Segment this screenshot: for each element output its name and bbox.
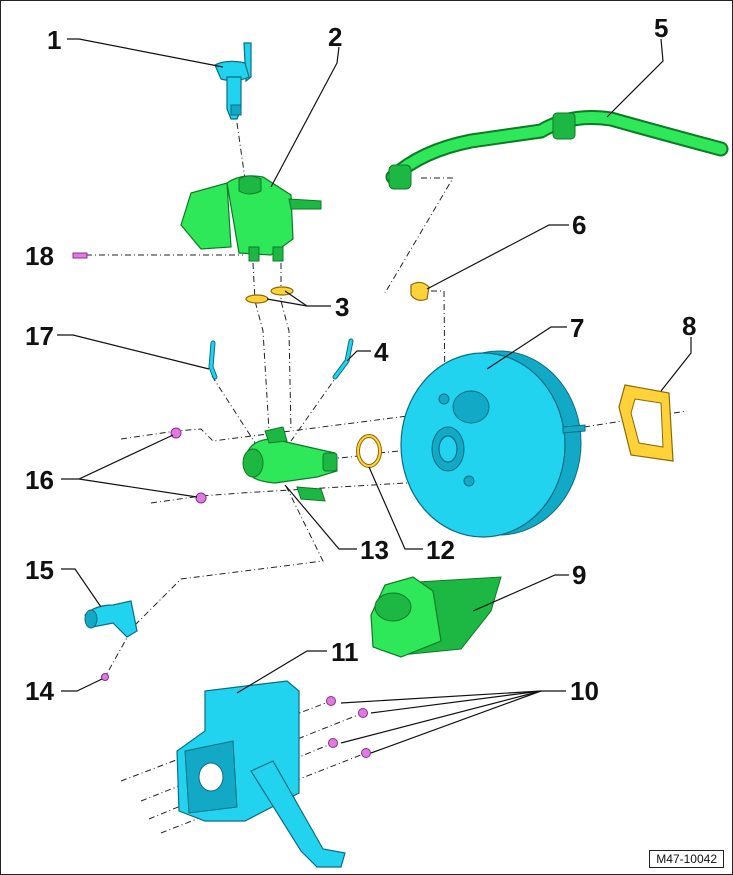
o-ring-part	[356, 434, 382, 468]
callout-18: 18	[25, 241, 54, 271]
clip-14-part	[101, 673, 109, 681]
callout-12: 12	[426, 535, 455, 565]
seal-rings-part	[245, 286, 294, 304]
callout-labels: 1 2 3 4 5 6 7 8 9 10 11 12 13 14 15 16 1…	[25, 13, 696, 706]
brake-booster-part	[400, 350, 586, 538]
callout-10: 10	[570, 676, 599, 706]
callout-1: 1	[47, 25, 61, 55]
callout-4: 4	[374, 337, 389, 367]
grommet-part	[410, 281, 430, 301]
callout-3: 3	[335, 292, 349, 322]
callout-7: 7	[570, 313, 584, 343]
callout-14: 14	[25, 676, 54, 706]
vacuum-hose-part	[385, 110, 729, 190]
callout-16: 16	[25, 465, 54, 495]
callout-17: 17	[25, 321, 54, 351]
callout-6: 6	[572, 210, 586, 240]
brake-line-17-part	[208, 340, 218, 380]
leader-lines	[57, 38, 692, 754]
heat-shield-part	[370, 576, 502, 658]
callout-13: 13	[360, 535, 389, 565]
gasket-part	[618, 384, 674, 462]
screws-10-part	[326, 696, 371, 758]
callout-15: 15	[25, 555, 54, 585]
fluid-reservoir-part	[180, 175, 322, 262]
reservoir-cap-part	[214, 42, 252, 120]
callout-9: 9	[572, 560, 586, 590]
callout-5: 5	[654, 13, 668, 43]
nuts-16-part	[170, 427, 207, 504]
screw-18-part	[72, 252, 88, 259]
callout-11: 11	[331, 637, 359, 667]
figure-reference-label: M47-10042	[649, 850, 724, 868]
pedal-bracket-part	[176, 680, 346, 868]
master-cylinder-part	[242, 426, 338, 502]
callout-2: 2	[328, 22, 342, 52]
assembly-lines	[86, 122, 688, 834]
brake-light-switch-part	[84, 600, 138, 638]
callout-8: 8	[682, 311, 696, 341]
